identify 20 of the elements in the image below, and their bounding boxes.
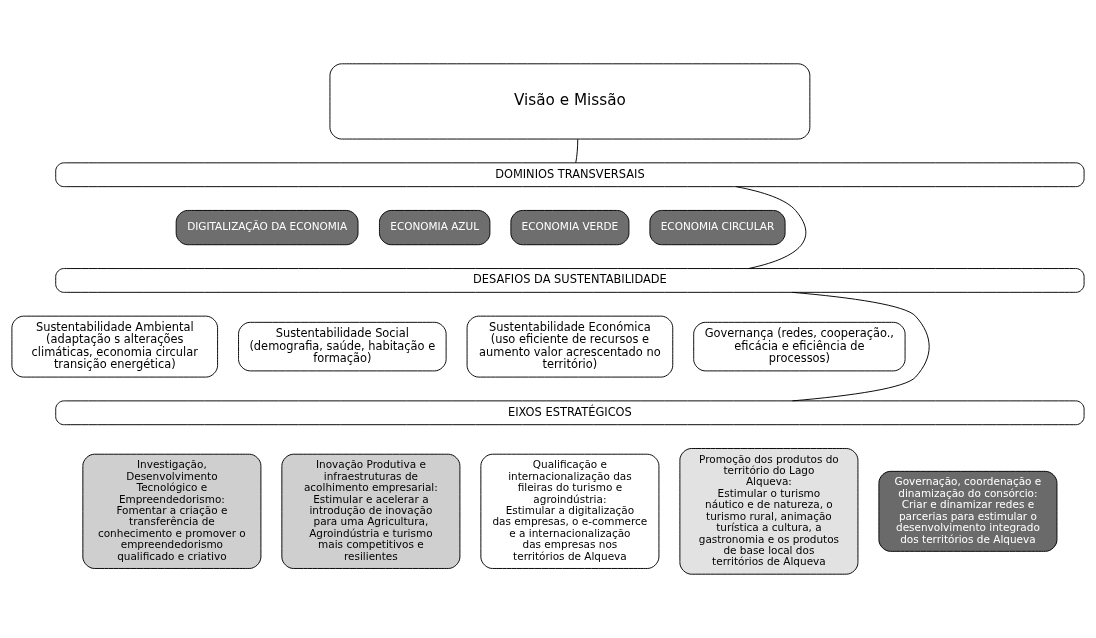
node-box: Investigação, Desenvolvimento Tecnológico e Empreendedorismo: Fomentar a criação e transferência de conhecimento e promover o empreendedorismo qualificado e criativo <box>82 453 262 569</box>
node-box: Promoção dos produtos do território do Lago Alqueva: Estimular o turismo náutico e de natureza, o turismo rural, animação turística a cultura, a gastronomia e os produtos de base local dos territórios de Alqueva <box>679 448 859 575</box>
node-box: Sustentabilidade Social (demografia, saúde, habitação e formação) <box>238 321 447 372</box>
node-box: ECONOMIA AZUL <box>379 209 491 246</box>
node-box: Sustentabilidade Ambiental (adaptação s alterações climáticas, economia circular transição energética) <box>11 315 219 378</box>
connector <box>792 291 930 402</box>
node-box: ECONOMIA VERDE <box>510 209 630 246</box>
node-box: Qualificação e internacionalização das fileiras do turismo e agroindústria: Estimular a digitalização das empresas, o e-commerce e a internacionalização das empresas nos territórios de Alqueva <box>480 453 660 569</box>
node-box: DESAFIOS DA SUSTENTABILIDADE <box>55 268 1085 293</box>
connector <box>735 186 807 269</box>
node-box: Governança (redes, cooperação., eficácia e eficiência de processos) <box>693 321 906 372</box>
node-box: Inovação Produtiva e infraestruturas de acolhimento empresarial: Estimular e acelerar a introdução de inovação para uma Agricultura, Agroindústria e turismo mais competitivos e resilientes <box>281 453 461 569</box>
node-box: ECONOMIA CIRCULAR <box>649 209 786 246</box>
node-box: Sustentabilidade Económica (uso eficiente de recursos e aumento valor acrescentado no território) <box>466 315 674 378</box>
connector <box>575 138 579 164</box>
node-box: DOMINIOS TRANSVERSAIS <box>55 162 1085 188</box>
node-box: Governação, coordenação e dinamização do consórcio: Criar e dinamizar redes e parcerias para estimular o desenvolvimento integrado dos territórios de Alqueva <box>878 470 1058 552</box>
node-box: EIXOS ESTRATÉGICOS <box>55 400 1085 426</box>
node-box: DIGITALIZAÇÃO DA ECONOMIA <box>175 209 359 246</box>
node-box: Visão e Missão <box>329 63 811 140</box>
